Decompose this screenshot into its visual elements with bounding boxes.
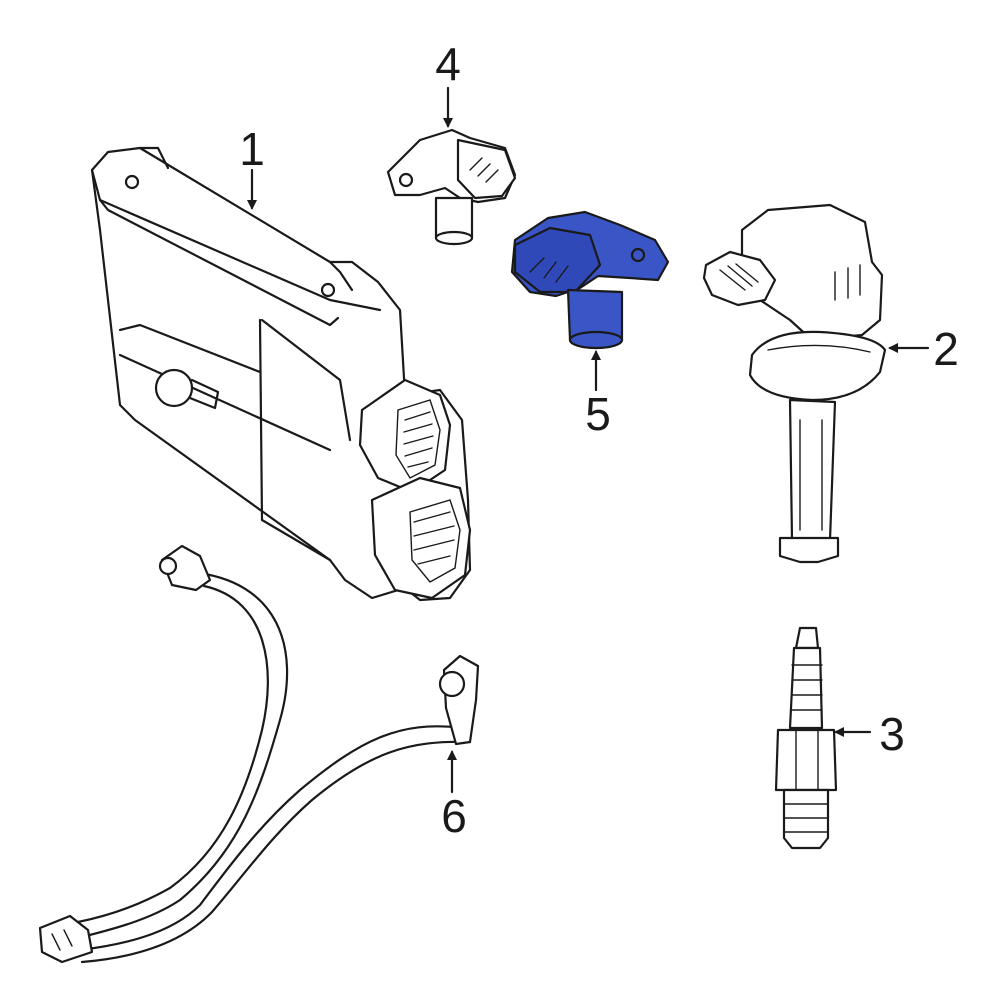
callout-5-label[interactable]: 5 bbox=[585, 388, 611, 440]
callout-4-label[interactable]: 4 bbox=[435, 38, 461, 90]
callout-3-label[interactable]: 3 bbox=[879, 708, 905, 760]
engine-control-module-part[interactable] bbox=[90, 146, 472, 602]
callout-6-label[interactable]: 6 bbox=[441, 790, 467, 842]
knock-sensor-part[interactable] bbox=[38, 544, 480, 964]
callout-1-label[interactable]: 1 bbox=[239, 123, 265, 175]
crankshaft-sensor-part[interactable] bbox=[386, 128, 517, 246]
callout-2-label[interactable]: 2 bbox=[933, 323, 959, 375]
camshaft-sensor-part[interactable] bbox=[510, 210, 670, 350]
spark-plug-part[interactable] bbox=[774, 626, 838, 850]
ignition-coil-part[interactable] bbox=[702, 203, 887, 564]
